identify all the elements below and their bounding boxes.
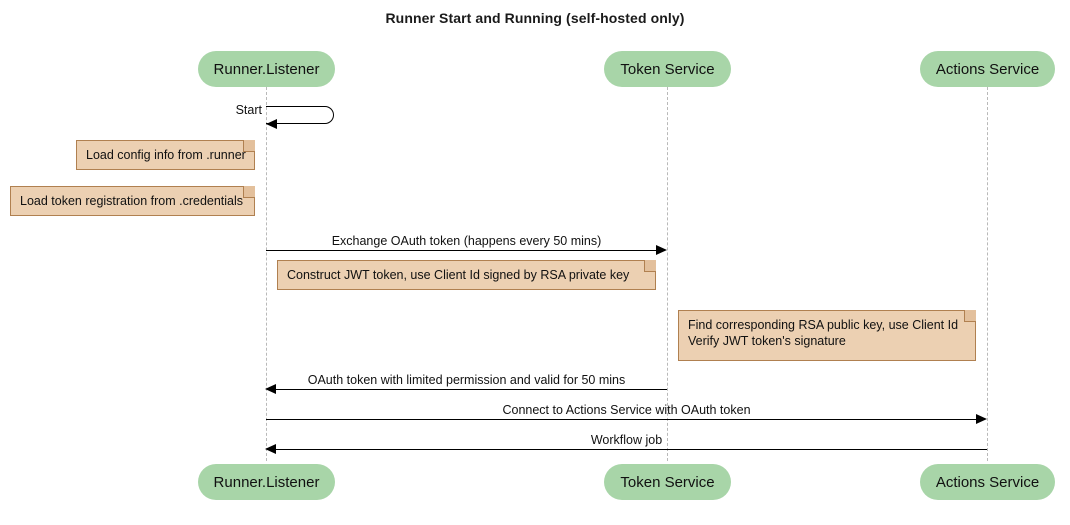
message-label-connect-to-actions-service: Connect to Actions Service with OAuth to… [502,403,751,417]
participant-bottom-actions-service[interactable]: Actions Service [920,464,1055,500]
note-fold-icon [644,260,656,272]
note-fold-icon [243,186,255,198]
message-label-exchange-oauth-token: Exchange OAuth token (happens every 50 m… [331,234,602,248]
note-text: Load config info from .runner [86,148,246,162]
page-title: Runner Start and Running (self-hosted on… [385,10,685,26]
note-load-token-registration: Load token registration from .credential… [10,186,255,216]
note-fold-icon [964,310,976,322]
message-self-loop-start [266,106,334,124]
arrowhead-start [266,119,277,129]
participant-label: Token Service [620,473,715,491]
participant-label: Runner.Listener [213,60,320,78]
participant-token-service[interactable]: Token Service [604,51,731,87]
message-label-start: Start [235,103,262,117]
participant-label: Runner.Listener [213,473,320,491]
note-text: Construct JWT token, use Client Id signe… [287,268,630,282]
lifeline-runner-listener [266,87,267,461]
message-label-oauth-token-response: OAuth token with limited permission and … [307,373,626,387]
arrowhead-connect-to-actions-service [976,414,987,424]
note-verify-jwt: Find corresponding RSA public key, use C… [678,310,976,361]
participant-label: Actions Service [935,60,1040,78]
note-construct-jwt: Construct JWT token, use Client Id signe… [277,260,656,290]
message-line-exchange-oauth-token [266,250,658,251]
participant-runner-listener[interactable]: Runner.Listener [198,51,335,87]
participant-bottom-runner-listener[interactable]: Runner.Listener [198,464,335,500]
note-load-config: Load config info from .runner [76,140,255,170]
participant-bottom-token-service[interactable]: Token Service [604,464,731,500]
message-label-workflow-job: Workflow job [590,433,663,447]
arrowhead-exchange-oauth-token [656,245,667,255]
arrowhead-workflow-job [265,444,276,454]
message-line-workflow-job [275,449,987,450]
lifeline-token-service [667,87,668,461]
participant-label: Token Service [620,60,715,78]
participant-actions-service[interactable]: Actions Service [920,51,1055,87]
arrowhead-oauth-token-response [265,384,276,394]
message-line-oauth-token-response [275,389,667,390]
message-line-connect-to-actions-service [266,419,978,420]
note-fold-icon [243,140,255,152]
lifeline-actions-service [987,87,988,461]
note-text: Load token registration from .credential… [20,194,244,208]
participant-label: Actions Service [935,473,1040,491]
note-text: Find corresponding RSA public key, use C… [688,318,959,348]
